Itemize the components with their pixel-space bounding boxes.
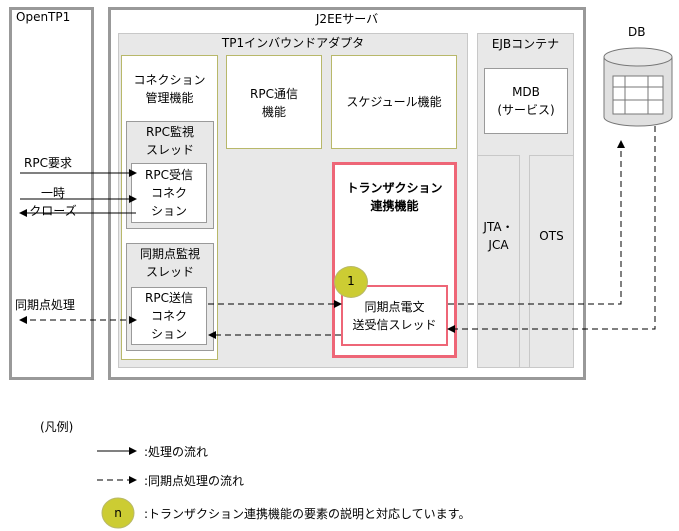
opentp1-title: OpenTP1 <box>16 10 71 24</box>
rpc-send-connection-title: RPC送信 コネク ション <box>145 291 193 341</box>
j2ee-server-title: J2EEサーバ <box>315 12 379 26</box>
rpc-communication-box <box>226 55 322 149</box>
close-label: 一時 クローズ <box>29 186 77 218</box>
legend-solid-label: :処理の流れ <box>144 445 209 459</box>
rpc-communication-title: RPC通信 機能 <box>250 87 298 119</box>
rpc-receive-connection-box <box>131 163 207 223</box>
thread-to-db-arrow <box>448 140 625 305</box>
rpc-send-connection-box <box>131 287 207 345</box>
sync-message-thread-title: 同期点電文 送受信スレッド <box>352 300 437 332</box>
jta-jca-title: JTA・ JCA <box>483 220 514 252</box>
ejb-container-title: EJBコンテナ <box>491 37 560 51</box>
mdb-box <box>484 68 568 134</box>
db-title: DB <box>628 25 646 39</box>
schedule-function-title: スケジュール機能 <box>346 95 442 109</box>
legend-marker-symbol: n <box>114 506 122 520</box>
marker-number: 1 <box>347 274 355 288</box>
ots-box <box>529 155 574 368</box>
schedule-function-box <box>331 55 457 149</box>
db-to-thread-arrow <box>447 126 656 333</box>
rpc-receive-connection-title: RPC受信 コネク ション <box>145 168 193 218</box>
rpc-request-label: RPC要求 <box>24 156 72 170</box>
legend-marker-circle <box>101 497 135 529</box>
legend-dashed-label: :同期点処理の流れ <box>144 474 245 488</box>
legend-title: (凡例) <box>40 420 74 434</box>
ots-title: OTS <box>539 229 564 243</box>
transaction-linkage-title: トランザクション 連携機能 <box>346 181 443 213</box>
legend-marker-label: :トランザクション連携機能の要素の説明と対応しています。 <box>144 507 471 521</box>
connection-management-title: コネクション 管理機能 <box>133 73 206 105</box>
tp1-inbound-adapter-title: TP1インバウンドアダプタ <box>221 36 365 50</box>
marker-circle <box>334 266 368 298</box>
sync-process-label: 同期点処理 <box>15 298 76 312</box>
rpc-watch-thread-title: RPC監視 スレッド <box>145 125 194 157</box>
sync-watch-thread-title: 同期点監視 スレッド <box>139 247 200 279</box>
mdb-title: MDB (サービス) <box>497 85 555 117</box>
database-icon <box>603 47 673 127</box>
jta-jca-box <box>477 155 520 368</box>
